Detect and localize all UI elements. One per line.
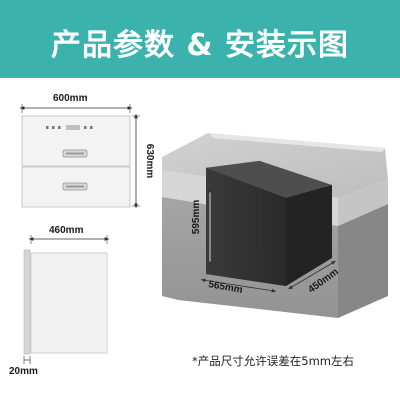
front-height-label: 630mm bbox=[144, 144, 155, 179]
tolerance-footnote: *产品尺寸允许误差在5mm左右 bbox=[192, 354, 354, 368]
cutout-side-face bbox=[286, 185, 332, 286]
page-title: 产品参数 & 安装示图 bbox=[50, 28, 350, 63]
control-panel-indicators bbox=[46, 125, 93, 130]
front-view bbox=[19, 104, 140, 209]
side-body bbox=[30, 252, 108, 354]
upper-drawer bbox=[21, 115, 131, 167]
countertop-surface bbox=[162, 133, 388, 198]
cutout-front-face bbox=[206, 168, 286, 286]
lower-drawer bbox=[21, 166, 131, 208]
header-banner: 产品参数 & 安装示图 bbox=[0, 0, 400, 78]
cabinet-side bbox=[338, 204, 388, 318]
install-height-label: 595mm bbox=[191, 200, 202, 235]
install-depth-dimension-line bbox=[287, 260, 337, 290]
side-depth-label: 460mm bbox=[49, 225, 84, 236]
install-width-dimension-line bbox=[200, 278, 277, 293]
install-view bbox=[162, 133, 388, 318]
front-width-label: 600mm bbox=[53, 93, 88, 104]
side-thickness-label: 20mm bbox=[9, 366, 38, 377]
front-panel-edge bbox=[23, 249, 31, 355]
side-view bbox=[23, 235, 110, 364]
cutout-top-face bbox=[206, 161, 332, 198]
